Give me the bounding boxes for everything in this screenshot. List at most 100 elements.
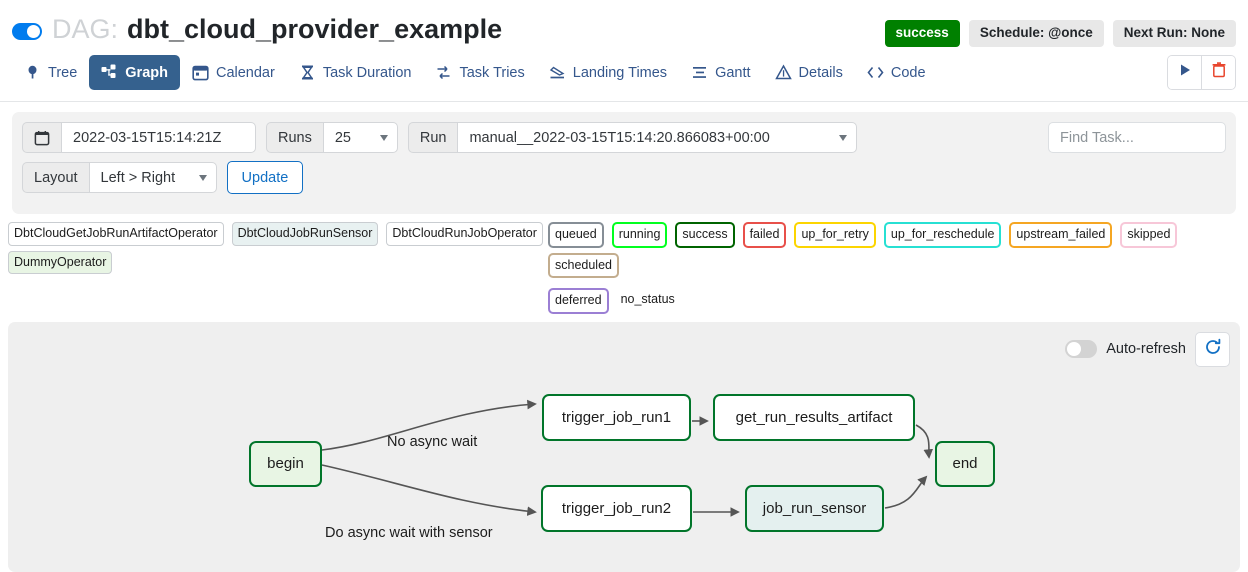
task-node-label: get_run_results_artifact (735, 408, 893, 426)
tab-gantt[interactable]: Gantt (679, 55, 762, 90)
status-chip-no-status[interactable]: no_status (620, 292, 675, 306)
controls-row-2: Layout Left > Right Update (22, 161, 1226, 194)
find-task-input[interactable]: Find Task... (1048, 122, 1226, 153)
task-node-label: trigger_job_run1 (561, 408, 672, 426)
status-chip-failed[interactable]: failed (742, 222, 787, 248)
tab-label: Code (890, 64, 926, 81)
chevron-down-icon (198, 174, 207, 181)
dag-run-controls: 2022-03-15T15:14:21Z Runs 25 Run manual_… (12, 112, 1236, 214)
task-node-label: begin (267, 455, 304, 472)
status-chip-success[interactable]: success (675, 222, 735, 248)
auto-refresh-label: Auto-refresh (1106, 341, 1186, 357)
header-badge-group: success Schedule: @once Next Run: None (884, 20, 1236, 47)
status-chip-upstream-failed[interactable]: upstream_failed (1009, 222, 1113, 248)
execution-date-group: 2022-03-15T15:14:21Z (22, 122, 256, 153)
task-node-trigger-job-run1[interactable]: trigger_job_run1 (542, 393, 691, 441)
status-chip-up-for-reschedule[interactable]: up_for_reschedule (883, 222, 1002, 248)
hourglass-icon (299, 64, 316, 81)
layout-selected-value: Left > Right (100, 169, 176, 186)
status-legend: queued running success failed up_for_ret… (548, 222, 1240, 314)
run-select[interactable]: manual__2022-03-15T15:14:20.866083+00:00 (457, 122, 858, 153)
tab-task-duration[interactable]: Task Duration (287, 55, 424, 90)
operator-legend: DbtCloudGetJobRunArtifactOperator DbtClo… (8, 222, 548, 314)
status-chip-skipped[interactable]: skipped (1120, 222, 1178, 248)
tab-graph[interactable]: Graph (89, 55, 180, 90)
calendar-icon (192, 64, 209, 81)
update-button[interactable]: Update (226, 161, 304, 194)
trash-icon (1212, 62, 1226, 83)
layout-group: Layout Left > Right (22, 162, 217, 193)
task-node-label: job_run_sensor (762, 499, 867, 517)
status-chip-running[interactable]: running (611, 222, 668, 248)
edge-label-no-async-wait: No async wait (387, 433, 478, 450)
status-chip-scheduled[interactable]: scheduled (548, 252, 619, 278)
controls-row-1: 2022-03-15T15:14:21Z Runs 25 Run manual_… (22, 122, 1226, 153)
execution-date-input[interactable]: 2022-03-15T15:14:21Z (61, 122, 256, 153)
tab-label: Task Tries (459, 64, 525, 81)
dag-action-buttons (1167, 55, 1236, 90)
status-chip-deferred[interactable]: deferred (548, 288, 609, 314)
graph-legend: DbtCloudGetJobRunArtifactOperator DbtClo… (0, 214, 1248, 318)
refresh-button[interactable] (1195, 331, 1230, 367)
tab-tree[interactable]: Tree (12, 55, 89, 90)
tree-icon (24, 64, 41, 81)
schedule-badge[interactable]: Schedule: @once (968, 20, 1104, 47)
dag-header: DAG: dbt_cloud_provider_example (0, 0, 1248, 44)
refresh-icon (1204, 338, 1222, 361)
auto-refresh-toggle[interactable] (1065, 340, 1098, 358)
layout-select[interactable]: Left > Right (88, 162, 217, 193)
gantt-icon (691, 64, 708, 81)
triangle-info-icon (774, 64, 792, 81)
tab-label: Gantt (715, 64, 751, 81)
operator-chip[interactable]: DbtCloudRunJobOperator (386, 222, 543, 246)
run-selected-value: manual__2022-03-15T15:14:20.866083+00:00 (469, 129, 770, 146)
graph-icon (101, 64, 118, 81)
calendar-icon[interactable] (22, 122, 61, 153)
tab-label: Graph (125, 64, 168, 81)
delete-dag-button[interactable] (1201, 56, 1235, 89)
operator-chip[interactable]: DbtCloudGetJobRunArtifactOperator (8, 222, 224, 246)
tab-label: Details (798, 64, 843, 81)
dag-pause-toggle[interactable] (12, 22, 42, 40)
task-node-get-run-results-artifact[interactable]: get_run_results_artifact (713, 393, 915, 441)
chevron-down-icon (839, 134, 848, 141)
tab-code[interactable]: Code (855, 55, 938, 90)
operator-chip[interactable]: DummyOperator (8, 250, 113, 274)
runs-group: Runs 25 (266, 122, 398, 153)
graph-toolbar: Auto-refresh (1065, 331, 1230, 367)
tab-landing-times[interactable]: Landing Times (537, 55, 679, 90)
retry-icon (435, 64, 452, 81)
runs-select[interactable]: 25 (322, 122, 398, 153)
dag-label: DAG: (52, 14, 119, 44)
task-node-end[interactable]: end (935, 440, 995, 487)
dag-graph-canvas[interactable]: Auto-refresh begin trigger_j (8, 321, 1240, 572)
dag-nav-tabs: Tree Graph Calendar (0, 44, 1248, 102)
status-chip-queued[interactable]: queued (548, 222, 604, 248)
trigger-dag-button[interactable] (1168, 56, 1201, 89)
operator-chip[interactable]: DbtCloudJobRunSensor (231, 222, 379, 246)
task-node-trigger-job-run2[interactable]: trigger_job_run2 (541, 484, 692, 532)
next-run-badge: Next Run: None (1112, 20, 1236, 47)
play-icon (1178, 63, 1192, 82)
page-title: DAG: dbt_cloud_provider_example (52, 14, 502, 44)
tab-label: Task Duration (322, 64, 412, 81)
chevron-down-icon (379, 134, 388, 141)
task-node-job-run-sensor[interactable]: job_run_sensor (745, 484, 884, 532)
runs-label: Runs (266, 122, 323, 153)
tab-label: Tree (48, 64, 78, 81)
task-node-label: end (952, 455, 978, 472)
code-icon (867, 64, 884, 81)
graph-edges (321, 399, 934, 517)
run-label: Run (407, 122, 458, 153)
layout-label: Layout (22, 162, 89, 193)
status-badge: success (884, 20, 960, 47)
tab-label: Landing Times (572, 64, 668, 81)
edge-label-async-sensor: Do async wait with sensor (325, 524, 493, 541)
tab-calendar[interactable]: Calendar (180, 55, 287, 90)
tab-details[interactable]: Details (763, 55, 855, 90)
task-node-label: trigger_job_run2 (561, 499, 672, 517)
task-node-begin[interactable]: begin (249, 440, 322, 487)
tab-label: Calendar (215, 64, 275, 81)
status-chip-up-for-retry[interactable]: up_for_retry (794, 222, 876, 248)
tab-task-tries[interactable]: Task Tries (423, 55, 536, 90)
